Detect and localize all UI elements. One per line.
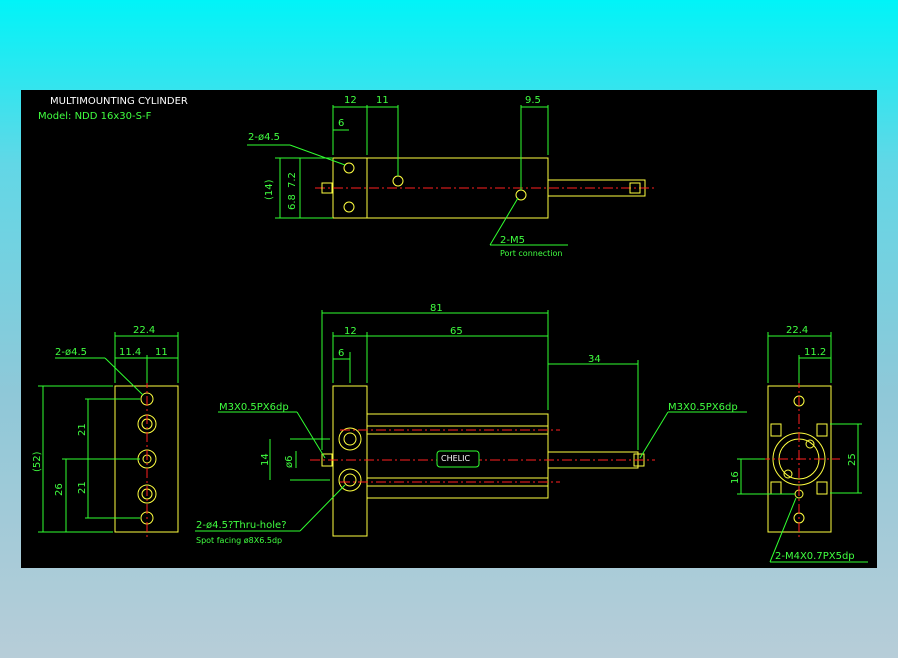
left-dim-11-4: 11.4 <box>119 347 141 358</box>
top-dim-6-8: 6.8 <box>287 194 298 210</box>
left-hole-label: 2-ø4.5 <box>55 347 87 358</box>
drawing-title: MULTIMOUNTING CYLINDER <box>50 96 188 107</box>
port-label: 2-M5 <box>500 235 525 246</box>
left-dim-52: (52) <box>32 451 43 472</box>
front-view: CHELIC 81 12 65 6 34 M3X0.5PX6dp M3X0.5P… <box>195 303 747 545</box>
left-dim-11: 11 <box>155 347 168 358</box>
model-label: Model: NDD 16x30-S-F <box>38 111 152 122</box>
top-dim-9-5: 9.5 <box>525 95 541 106</box>
chelic-logo: CHELIC <box>441 454 470 463</box>
thread-label-left: M3X0.5PX6dp <box>219 402 289 413</box>
top-dim-7-2: 7.2 <box>287 172 298 188</box>
front-hole-label: 2-ø4.5?Thru-hole? <box>196 520 287 531</box>
top-view: 12 11 9.5 6 2-ø4.5 (14) 6.8 7.2 2-M5 Por… <box>247 95 655 258</box>
right-dim-22-4: 22.4 <box>786 325 808 336</box>
thread-label-right: M3X0.5PX6dp <box>668 402 738 413</box>
right-dim-25: 25 <box>847 453 858 466</box>
front-dim-6: 6 <box>338 348 344 359</box>
right-thread-label: 2-M4X0.7PX5dp <box>775 551 855 562</box>
front-dim-14: 14 <box>260 453 271 466</box>
port-description: Port connection <box>500 249 562 258</box>
top-hole-label: 2-ø4.5 <box>248 132 280 143</box>
top-dim-11: 11 <box>376 95 389 106</box>
cad-drawing-canvas[interactable]: MULTIMOUNTING CYLINDER Model: NDD 16x30-… <box>21 90 877 568</box>
right-dim-11-2: 11.2 <box>804 347 826 358</box>
right-dim-16: 16 <box>730 471 741 484</box>
front-dim-81: 81 <box>430 303 443 314</box>
left-dim-26: 26 <box>54 483 65 496</box>
left-dim-21-upper: 21 <box>77 423 88 436</box>
front-dim-d6: ø6 <box>284 456 295 468</box>
top-dim-12: 12 <box>344 95 357 106</box>
top-dim-14: (14) <box>264 179 275 200</box>
front-dim-65: 65 <box>450 326 463 337</box>
left-view: 22.4 11.4 11 2-ø4.5 (52) 21 21 26 <box>32 325 179 540</box>
top-dim-6: 6 <box>338 118 344 129</box>
cad-drawing: MULTIMOUNTING CYLINDER Model: NDD 16x30-… <box>32 95 868 563</box>
right-view: 22.4 11.2 25 16 2-M4X0.7PX5dp <box>730 325 868 563</box>
left-dim-21-lower: 21 <box>77 481 88 494</box>
front-dim-34: 34 <box>588 354 601 365</box>
front-dim-12: 12 <box>344 326 357 337</box>
left-dim-22-4: 22.4 <box>133 325 155 336</box>
spot-facing-label: Spot facing ø8X6.5dp <box>196 536 282 545</box>
